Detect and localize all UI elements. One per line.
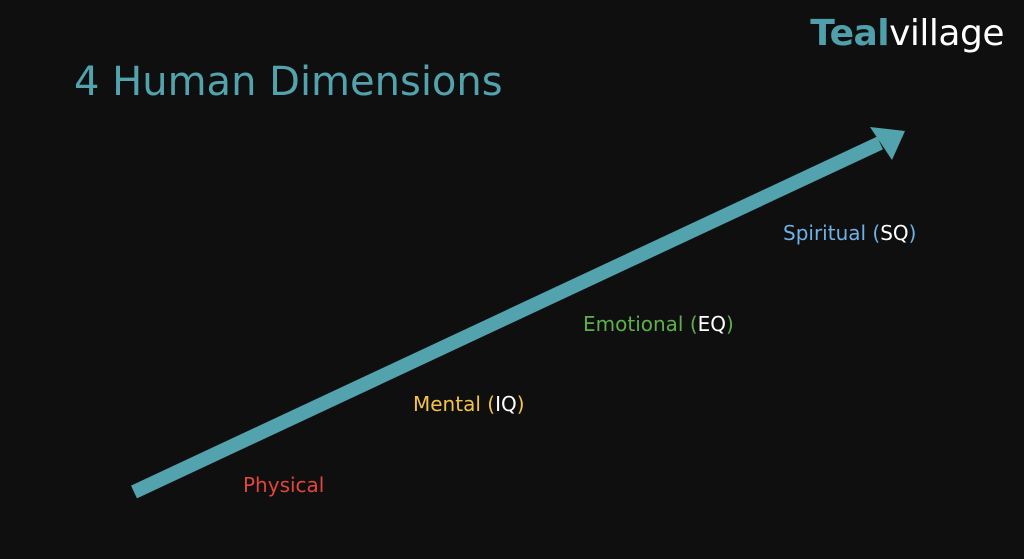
dimension-mental-label: Mental (IQ) xyxy=(413,392,525,416)
dimension-open-paren: ( xyxy=(480,392,496,416)
dimension-abbreviation: SQ xyxy=(880,221,909,245)
dimension-abbreviation: IQ xyxy=(495,392,517,416)
dimension-spiritual-label: Spiritual (SQ) xyxy=(783,221,916,245)
dimension-emotional-label: Emotional (EQ) xyxy=(583,312,734,336)
dimension-physical-label: Physical xyxy=(243,473,324,497)
tealvillage-logo: Tealvillage xyxy=(810,12,1004,56)
dimension-close-paren: ) xyxy=(908,221,917,245)
growth-arrow-shaft xyxy=(131,136,883,499)
dimension-name: Emotional xyxy=(583,312,684,336)
dimension-name: Physical xyxy=(243,473,325,497)
dimension-abbreviation: EQ xyxy=(697,312,727,336)
dimension-name: Mental xyxy=(413,392,481,416)
dimension-name: Spiritual xyxy=(783,221,867,245)
dimension-close-paren: ) xyxy=(726,312,734,336)
logo-part-village: village xyxy=(889,13,1004,54)
slide-title: 4 Human Dimensions xyxy=(74,59,503,105)
dimension-close-paren: ) xyxy=(516,392,525,416)
growth-arrow-head xyxy=(870,127,905,160)
logo-part-teal: Teal xyxy=(810,13,890,54)
dimension-open-paren: ( xyxy=(683,312,698,336)
dimension-open-paren: ( xyxy=(866,221,881,245)
